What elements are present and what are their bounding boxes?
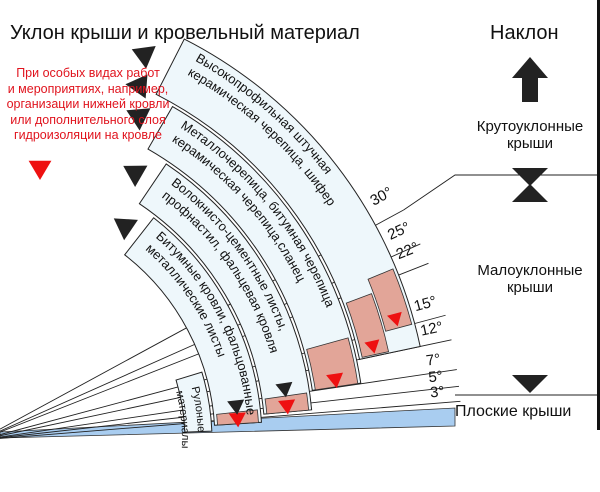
steep-up-arrow-icon	[512, 57, 548, 102]
material-band-2	[123, 217, 262, 426]
black-arrow-up-icon	[126, 108, 151, 131]
red-warning-triangle-icon	[387, 311, 402, 327]
red-warning-triangle-icon	[228, 412, 246, 428]
degree-label: 3°	[429, 383, 445, 401]
conditional-range	[367, 268, 413, 332]
black-minimum-triangle-icon	[275, 381, 293, 398]
degree-label: 5°	[428, 368, 444, 386]
category-low-slope-roofs: Малоуклонные крыши	[460, 262, 600, 296]
material-band-4	[147, 105, 362, 391]
category-label: крыши	[506, 279, 554, 296]
category-label: Малоуклонные	[477, 262, 583, 279]
hourglass-bottom-icon	[512, 184, 548, 202]
black-arrow-up-icon	[125, 74, 148, 99]
material-band-3	[138, 163, 313, 415]
special-conditions-note: При особых видах работ и мероприятиях, н…	[4, 66, 172, 144]
red-warning-triangle-icon	[326, 372, 344, 389]
slope-title: Наклон	[490, 22, 559, 44]
black-minimum-triangle-icon	[227, 399, 245, 415]
note-line: и мероприятиях, например,	[7, 81, 169, 96]
black-arrow-up-icon	[131, 45, 156, 69]
hourglass-top-icon	[512, 168, 548, 186]
note-line: или дополнительного слоя	[10, 112, 166, 127]
diagram-title: Уклон крыши и кровельный материал	[10, 22, 360, 44]
red-warning-triangle-icon	[364, 339, 380, 354]
degree-label: 12°	[419, 318, 445, 339]
degree-label: 25°	[385, 219, 413, 244]
steep-boundary-line	[403, 174, 600, 211]
red-warning-triangle-icon	[278, 399, 296, 415]
note-line: организации нижней кровли	[6, 97, 170, 111]
category-label: Крутоуклонные	[476, 118, 584, 135]
black-arrow-up-icon	[113, 218, 138, 241]
black-arrow-up-icon	[123, 165, 148, 187]
note-line: гидроизоляции на кровле	[14, 128, 162, 142]
red-warning-triangle-icon	[28, 160, 52, 180]
material-band-5	[155, 38, 421, 360]
category-flat-roofs: Плоские крыши	[455, 403, 572, 420]
category-label: крыши	[506, 135, 554, 152]
right-border	[597, 0, 600, 430]
degree-label: 22°	[394, 239, 421, 263]
degree-label: 15°	[412, 293, 438, 315]
degree-label: 30°	[367, 184, 395, 210]
category-steep-roofs: Крутоуклонные крыши	[460, 118, 600, 152]
note-line: При особых видах работ	[16, 66, 160, 80]
flat-down-triangle-icon	[512, 375, 548, 393]
conditional-range	[306, 337, 359, 391]
material-band-1	[175, 371, 213, 433]
degree-label: 7°	[425, 351, 442, 370]
